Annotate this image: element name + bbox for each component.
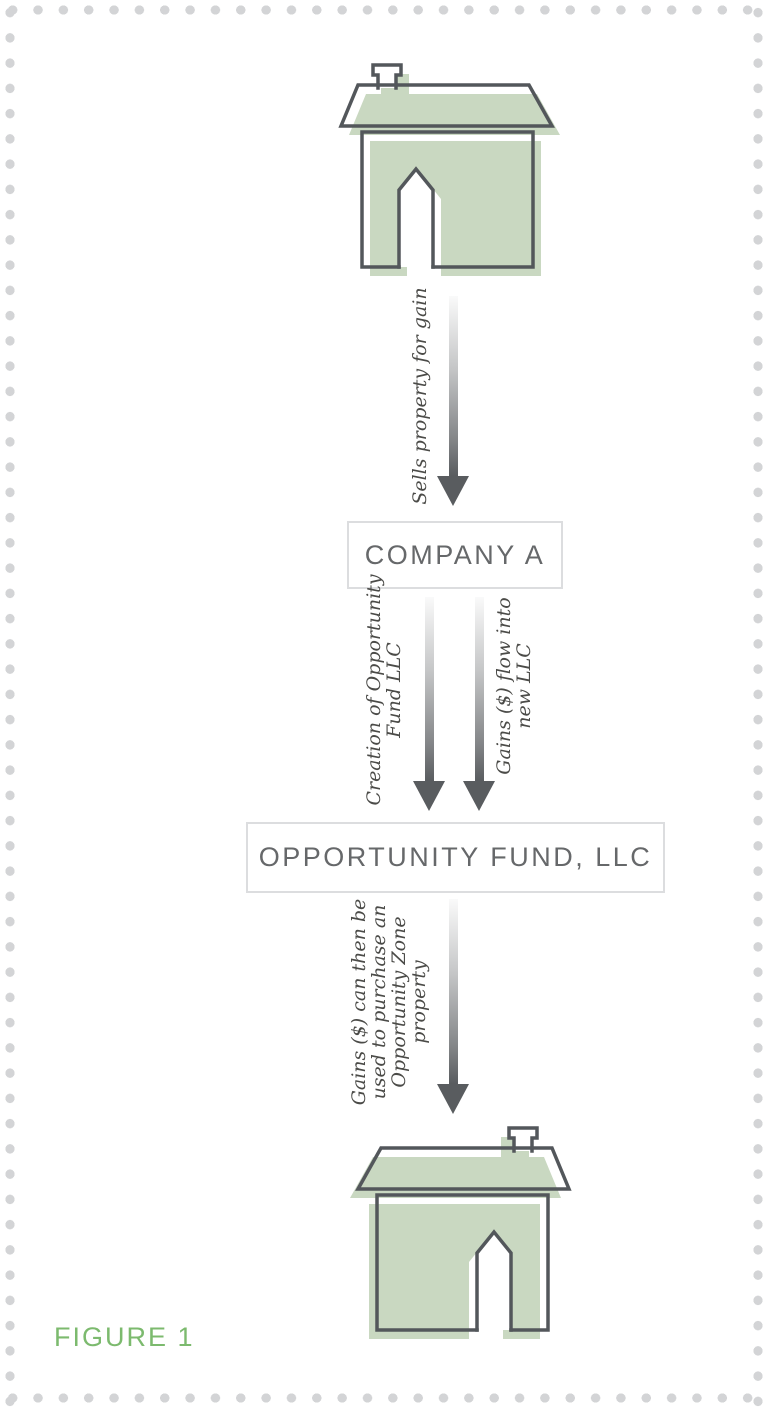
arrow-label-purchase-property: Gains ($) can then be used to purchase a…	[348, 898, 430, 1106]
dotted-border-right	[748, 0, 768, 1408]
roof	[355, 1146, 572, 1191]
dotted-border-left	[0, 0, 20, 1408]
arrow-purchase-property	[437, 899, 469, 1114]
arrow-gains-flow	[463, 597, 495, 811]
opportunity-fund-label: OPPORTUNITY FUND, LLC	[258, 842, 653, 872]
arrow-shaft	[448, 899, 458, 1084]
arrow-label-gains-flow: Gains ($) flow into new LLC	[493, 597, 535, 775]
arrow-label-sells-property: Sells property for gain	[409, 287, 431, 505]
roof	[338, 83, 555, 128]
house-icon	[350, 1126, 572, 1339]
door	[397, 166, 435, 269]
door	[475, 1229, 513, 1332]
arrow-head-icon	[463, 781, 495, 811]
house-body	[360, 130, 535, 269]
house-icon	[338, 63, 560, 276]
arrow-head-icon	[413, 781, 445, 811]
arrow-sells-property	[437, 296, 469, 506]
house-body	[375, 1193, 550, 1332]
chimney	[507, 1126, 539, 1153]
figure-caption: FIGURE 1	[54, 1322, 195, 1352]
opportunity-fund-node: OPPORTUNITY FUND, LLC	[246, 822, 665, 893]
dotted-border-bottom	[0, 1388, 768, 1408]
chimney	[371, 63, 403, 90]
dotted-border-top	[0, 0, 768, 20]
company-a-node: COMPANY A	[347, 521, 563, 589]
arrow-head-icon	[437, 1084, 469, 1114]
arrow-creation-of-fund	[413, 597, 445, 811]
arrow-label-creation-of-fund: Creation of Opportunity Fund LLC	[363, 574, 405, 806]
arrow-head-icon	[437, 476, 469, 506]
arrow-shaft	[474, 597, 484, 781]
arrow-shaft	[448, 296, 458, 476]
arrow-shaft	[424, 597, 434, 781]
company-a-label: COMPANY A	[364, 539, 546, 570]
